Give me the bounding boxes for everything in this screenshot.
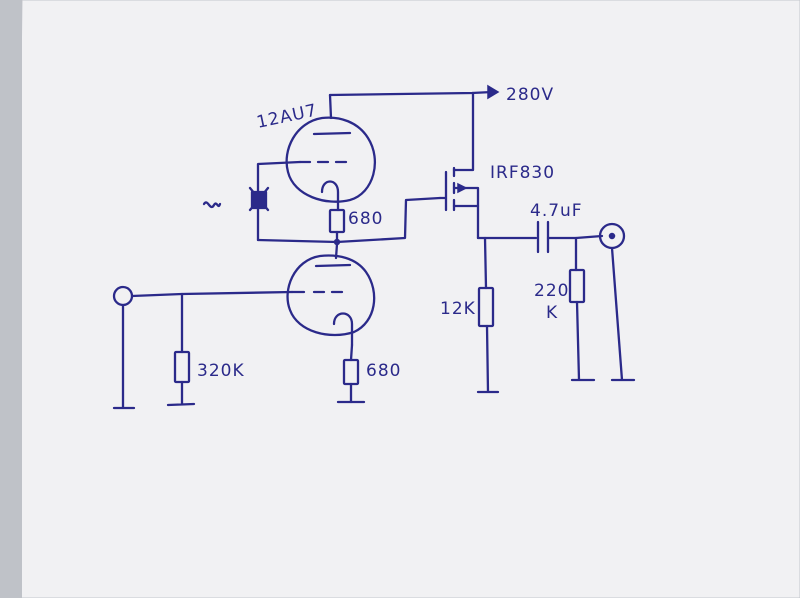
resistor-cathode-bottom [336,343,366,404]
source-node [476,236,538,290]
mosfet [438,91,480,240]
resistor-grid [166,292,196,407]
resistor-output [568,236,596,382]
label-r-grid: 320K [197,361,245,381]
label-r-cathode-bottom: 680 [366,361,401,381]
label-r-cathode-top: 680 [348,209,383,229]
output-connector [598,222,636,382]
label-supply: 280V [506,85,554,105]
interstage-node [256,196,442,260]
scribbled-component [202,186,270,212]
label-r-output-unit: K [546,303,558,323]
label-capacitor: 4.7uF [530,201,583,221]
paper-edge [0,0,22,598]
triode-bottom [286,254,376,347]
resistor-source [476,286,500,394]
triode-top [256,116,376,242]
label-mosfet: IRF830 [490,163,555,183]
label-r-output-value: 220 [534,281,569,301]
label-r-source: 12K [440,299,476,319]
